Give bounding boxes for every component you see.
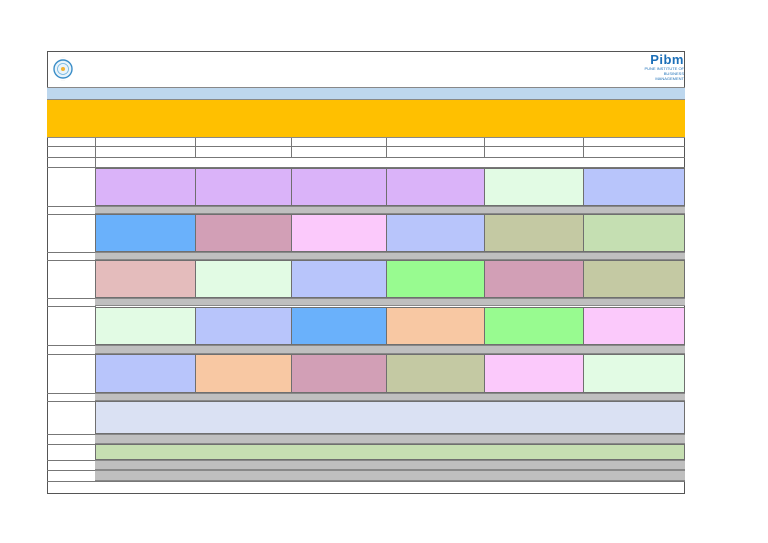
slot-r5-c5[interactable] — [484, 354, 584, 393]
slot-r1-c3[interactable] — [291, 168, 387, 206]
slot-r2-c2[interactable] — [195, 214, 292, 252]
slot-r3-c6[interactable] — [583, 260, 685, 298]
slot-r5-c3[interactable] — [291, 354, 387, 393]
break-row-2 — [95, 252, 685, 260]
slot-r1-c6[interactable] — [583, 168, 685, 206]
break-row-6 — [95, 434, 685, 444]
time-row-line-4b — [47, 354, 95, 355]
slot-r4-c3[interactable] — [291, 307, 387, 345]
footer-line — [47, 481, 685, 482]
time-row-line-1b — [47, 214, 95, 215]
time-row-line-7 — [47, 460, 95, 461]
slot-r4-c2[interactable] — [195, 307, 292, 345]
time-row-line-3b — [47, 306, 95, 307]
header-band-blue — [47, 87, 685, 100]
slot-r5-c6[interactable] — [583, 354, 685, 393]
time-row-line-7b — [47, 470, 95, 471]
break-row-3 — [95, 298, 685, 306]
slot-r4-c1[interactable] — [95, 307, 196, 345]
slot-r5-c4[interactable] — [386, 354, 485, 393]
slot-r1-c5[interactable] — [484, 168, 584, 206]
activity-row-wide[interactable] — [95, 401, 685, 434]
institution-seal-icon: ··· ···· — [53, 55, 73, 82]
time-row-line-1 — [47, 206, 95, 207]
slot-r2-c1[interactable] — [95, 214, 196, 252]
slot-r2-c4[interactable] — [386, 214, 485, 252]
time-row-line-2b — [47, 260, 95, 261]
title-band-orange — [47, 100, 685, 138]
header-col-divider-2 — [291, 138, 292, 158]
time-row-line-6 — [47, 434, 95, 435]
break-row-1 — [95, 206, 685, 214]
svg-text:···: ··· — [62, 55, 65, 59]
slot-r2-c5[interactable] — [484, 214, 584, 252]
slot-r5-c2[interactable] — [195, 354, 292, 393]
time-row-line-6b — [47, 444, 95, 445]
slot-r3-c3[interactable] — [291, 260, 387, 298]
slot-r3-c5[interactable] — [484, 260, 584, 298]
pibm-logo-text: Pibm — [650, 52, 684, 67]
time-row-line-5b — [47, 401, 95, 402]
pibm-logo: Pibm PUNE INSTITUTE OF BUSINESS MANAGEME… — [638, 53, 684, 83]
slot-r4-c5[interactable] — [484, 307, 584, 345]
slot-r5-c1[interactable] — [95, 354, 196, 393]
slot-r1-c4[interactable] — [386, 168, 485, 206]
header-col-divider-5 — [583, 138, 584, 158]
header-row-line-3 — [47, 167, 685, 168]
slot-r1-c2[interactable] — [195, 168, 292, 206]
slot-r1-c1[interactable] — [95, 168, 196, 206]
header-col-divider-3 — [386, 138, 387, 158]
break-row-7 — [95, 460, 685, 470]
time-row-line-2 — [47, 252, 95, 253]
break-row-4 — [95, 345, 685, 354]
time-row-line-4 — [47, 345, 95, 346]
slot-r2-c6[interactable] — [583, 214, 685, 252]
slot-r4-c4[interactable] — [386, 307, 485, 345]
break-row-5 — [95, 393, 685, 401]
header-col-divider-4 — [484, 138, 485, 158]
svg-text:····: ···· — [61, 79, 65, 82]
slot-r4-c6[interactable] — [583, 307, 685, 345]
header-row-line-2 — [47, 157, 685, 158]
header-row-line-1 — [47, 146, 685, 147]
slot-r2-c3[interactable] — [291, 214, 387, 252]
time-row-line-3 — [47, 298, 95, 299]
pibm-logo-subtitle-1: PUNE INSTITUTE OF — [644, 66, 684, 71]
header-col-divider-1 — [195, 138, 196, 158]
activity-row-green[interactable] — [95, 444, 685, 460]
slot-r3-c2[interactable] — [195, 260, 292, 298]
slot-r3-c4[interactable] — [386, 260, 485, 298]
time-row-line-5 — [47, 393, 95, 394]
slot-r3-c1[interactable] — [95, 260, 196, 298]
break-row-8 — [95, 470, 685, 481]
pibm-logo-subtitle-2: BUSINESS MANAGEMENT — [655, 71, 684, 81]
